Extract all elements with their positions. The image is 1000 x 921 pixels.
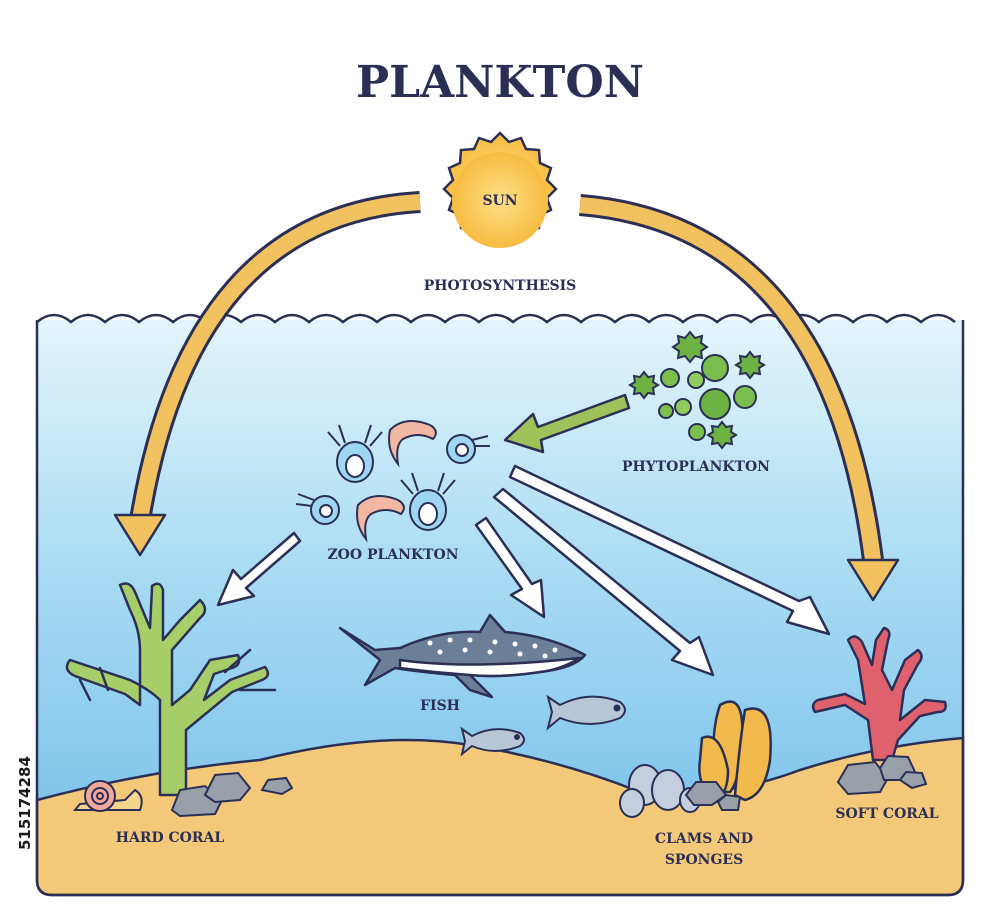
image-id-watermark: 515174284 <box>16 756 34 850</box>
fish-label: FISH <box>420 698 460 714</box>
phytoplankton-cluster <box>628 330 766 450</box>
arrow-to-hard-coral <box>216 531 302 607</box>
phytoplankton-arrow <box>503 393 631 454</box>
rocks-right <box>836 754 928 796</box>
small-fish-icon <box>460 694 626 757</box>
soft-coral <box>811 626 947 762</box>
sun-arrow-right <box>579 194 900 602</box>
hard-coral-label: HARD CORAL <box>116 830 225 846</box>
zooplankton-arrows <box>216 464 831 677</box>
zooplankton-cluster <box>295 420 490 543</box>
clams-sponges-label-line2: SPONGES <box>665 852 743 868</box>
soft-coral-label: SOFT CORAL <box>835 806 938 822</box>
clams-sponges-label-line1: CLAMS AND <box>655 831 753 847</box>
phytoplankton-label: PHYTOPLANKTON <box>622 459 770 475</box>
rocks-left <box>170 771 294 818</box>
zooplankton-label: ZOO PLANKTON <box>327 547 458 563</box>
whale-shark-icon <box>338 613 587 699</box>
photosynthesis-label: PHOTOSYNTHESIS <box>424 278 577 294</box>
sun-arrow-left <box>113 191 421 557</box>
sun-icon <box>442 131 558 248</box>
water-surface-waves <box>36 313 956 324</box>
snail-icon <box>72 780 143 812</box>
arrow-to-soft-coral <box>508 464 831 636</box>
rocks-center <box>684 781 742 811</box>
page-title: PLANKTON <box>356 57 644 108</box>
arrow-to-clams <box>492 487 715 677</box>
sun-label: SUN <box>482 193 517 209</box>
hard-coral <box>65 582 277 797</box>
arrow-to-fish <box>474 516 546 619</box>
